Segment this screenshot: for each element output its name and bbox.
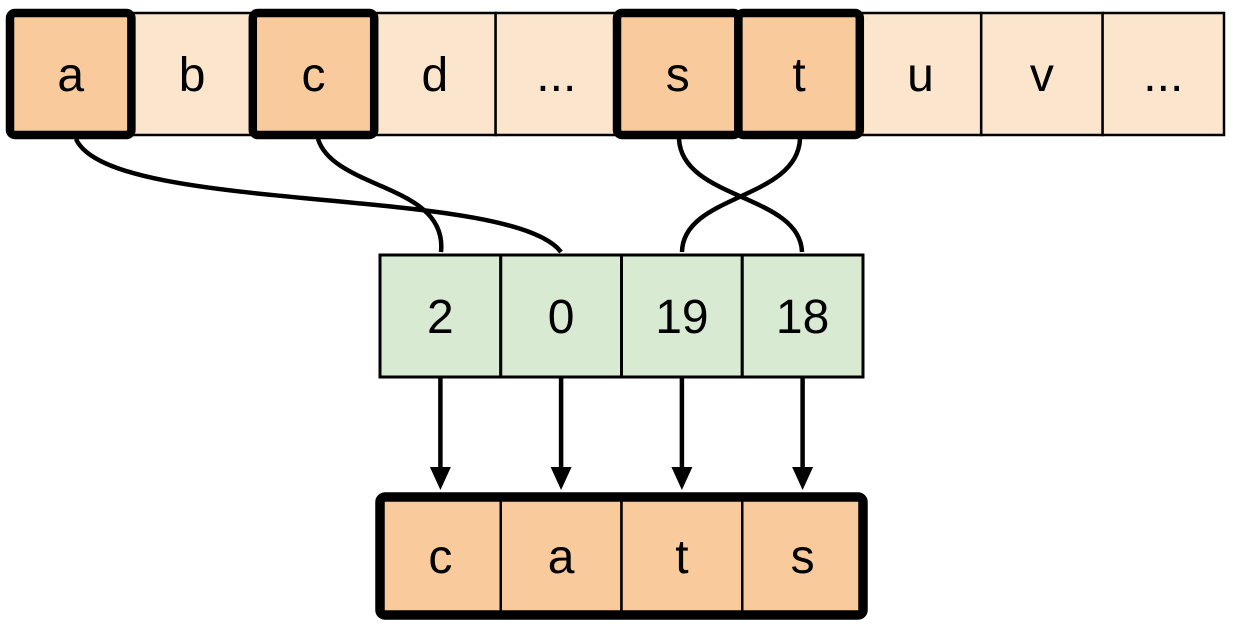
- index-value-18: 18: [776, 291, 829, 344]
- alphabet-label-s: s: [666, 49, 690, 102]
- alphabet-label-d: d: [422, 49, 449, 102]
- index-cell-19: [620, 253, 744, 379]
- alphabet-label-ellipsis-1: ...: [536, 49, 576, 102]
- index-cell-2: [378, 253, 503, 379]
- output-letter-t: t: [675, 531, 688, 584]
- alphabet-cell-c-highlighted: [248, 8, 379, 140]
- output-letter-s: s: [791, 531, 815, 584]
- alphabet-cell-ellipsis-1: [494, 11, 619, 137]
- index-row: 2 0 19 18: [378, 253, 865, 379]
- arrow-head-2: [550, 467, 572, 490]
- arrow-head-3: [671, 467, 693, 490]
- alphabet-label-u: u: [907, 49, 934, 102]
- alphabet-cell-d: [372, 11, 497, 137]
- alphabet-label-b: b: [179, 49, 206, 102]
- alphabet-label-c: c: [302, 49, 326, 102]
- arrow-head-1: [429, 467, 451, 490]
- connector-curve-a-to-0: [73, 137, 563, 254]
- arrow-head-4: [792, 467, 814, 490]
- alphabet-cell-v: [979, 11, 1104, 137]
- alphabet-cell-ellipsis-2: [1101, 11, 1226, 137]
- alphabet-label-v: v: [1030, 49, 1054, 102]
- index-value-2: 2: [427, 291, 454, 344]
- index-value-19: 19: [655, 291, 708, 344]
- alphabet-label-a: a: [57, 49, 84, 102]
- letter-to-index-connectors: [73, 137, 805, 254]
- index-cell-18: [740, 253, 865, 379]
- output-row: c a t s: [375, 492, 868, 620]
- index-value-0: 0: [548, 291, 575, 344]
- alphabet-cell-a-highlighted: [5, 8, 136, 140]
- index-to-output-arrows: [429, 378, 814, 490]
- alphabet-label-ellipsis-2: ...: [1143, 49, 1183, 102]
- connector-curve-t-to-19: [679, 138, 803, 253]
- output-letter-c: c: [428, 531, 452, 584]
- connector-curve-c-to-2: [315, 138, 444, 253]
- alphabet-cell-b: [130, 11, 255, 137]
- alphabet-label-t: t: [792, 49, 805, 102]
- alphabet-row: a b c d ... s t u v ...: [5, 8, 1226, 140]
- alphabet-cell-t-highlighted: [734, 8, 865, 140]
- output-row-frame: [375, 492, 868, 620]
- output-letter-a: a: [548, 531, 575, 584]
